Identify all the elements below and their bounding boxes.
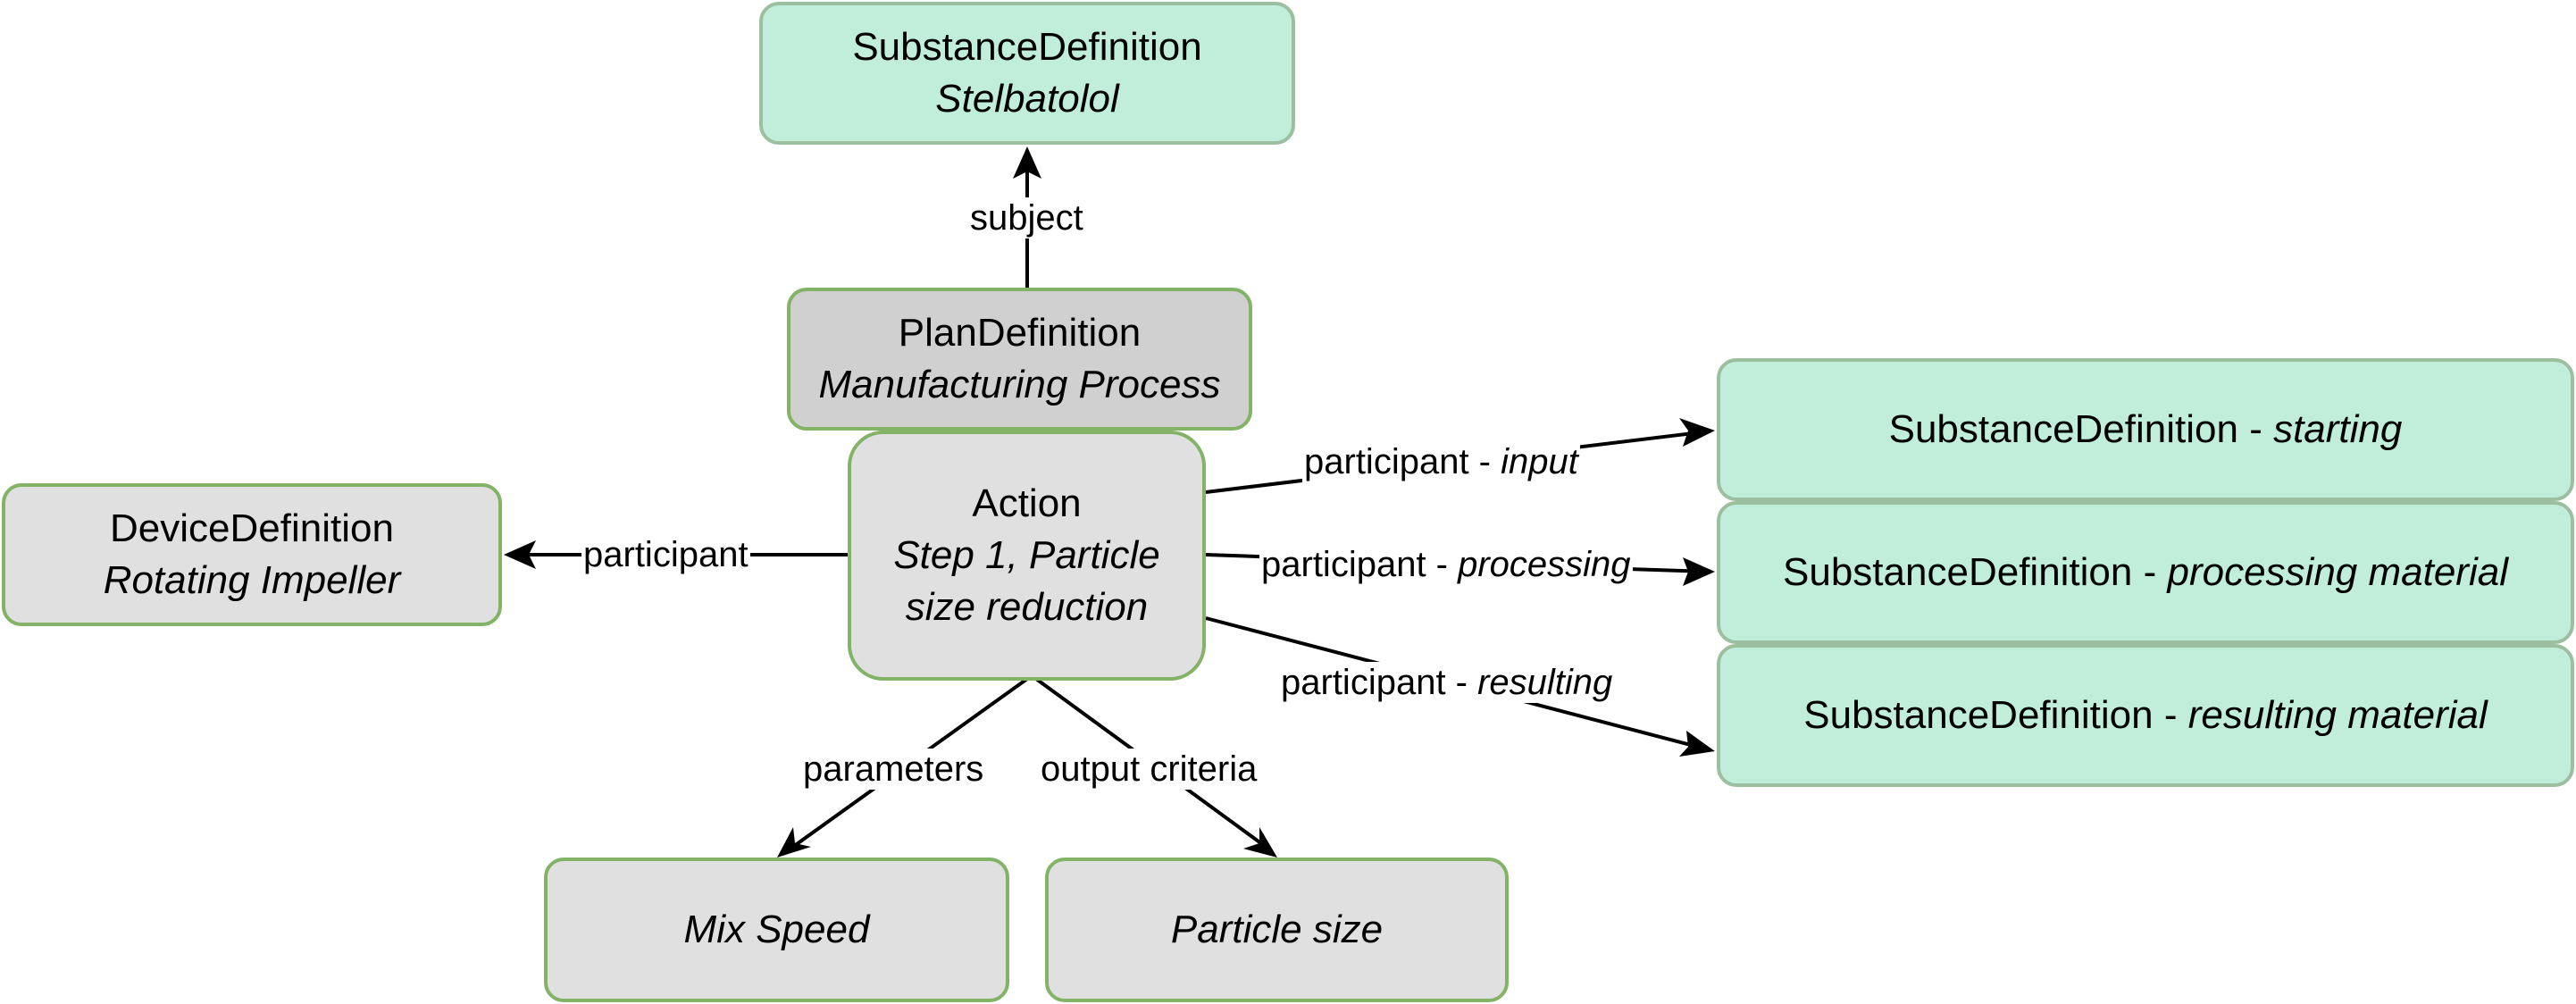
node-subtitle: Rotating Impeller	[103, 558, 401, 602]
node-mix-speed[interactable]: Mix Speed	[544, 858, 1009, 1002]
edge-label-subject: subject	[968, 197, 1085, 238]
node-subtitle: Stelbatolol	[935, 77, 1119, 121]
node-subtitle-line1: Step 1, Particle	[893, 533, 1160, 577]
arrowhead-participant-resulting	[1679, 731, 1715, 757]
arrowhead-parameters	[777, 827, 811, 858]
node-subtitle-line2: size reduction	[905, 585, 1149, 629]
node-title: PlanDefinition	[898, 311, 1142, 355]
node-subtitle: processing material	[2167, 550, 2508, 594]
node-title: SubstanceDefinition	[852, 25, 1202, 69]
node-title: DeviceDefinition	[110, 506, 394, 550]
node-title: SubstanceDefinition -	[1783, 550, 2168, 594]
node-subtitle: Manufacturing Process	[818, 363, 1221, 406]
arrowhead-output-criteria	[1243, 827, 1277, 858]
edge-label-prefix: participant -	[1261, 545, 1459, 584]
edge-label-role: input	[1501, 442, 1578, 481]
node-substance-starting[interactable]: SubstanceDefinition - starting	[1717, 358, 2574, 501]
node-particle-size[interactable]: Particle size	[1045, 858, 1509, 1002]
node-subtitle: resulting material	[2187, 693, 2488, 737]
node-title: Action	[972, 481, 1082, 525]
edge-label-prefix: participant -	[1281, 663, 1478, 702]
node-title: Mix Speed	[683, 908, 870, 951]
node-substance-resulting[interactable]: SubstanceDefinition - resulting material	[1717, 644, 2574, 787]
arrowhead-participant-processing	[1683, 557, 1715, 586]
node-device-definition[interactable]: DeviceDefinition Rotating Impeller	[2, 483, 502, 626]
node-title: SubstanceDefinition -	[1803, 693, 2188, 737]
arrowhead-participant-input	[1679, 418, 1715, 447]
node-action[interactable]: Action Step 1, Particle size reduction	[848, 431, 1206, 681]
arrowhead-participant-device	[504, 540, 536, 569]
edge-label-role: resulting	[1477, 663, 1613, 702]
node-title: Particle size	[1170, 908, 1384, 951]
edge-label-parameters: parameters	[801, 749, 986, 790]
node-substance-subject[interactable]: SubstanceDefinition Stelbatolol	[759, 2, 1295, 145]
arrowhead-subject	[1013, 146, 1041, 179]
edge-label-prefix: participant -	[1304, 442, 1501, 481]
edge-label-participant-resulting: participant - resulting	[1279, 662, 1615, 703]
edge-label-participant-input: participant - input	[1302, 441, 1580, 482]
edge-label-output-criteria: output criteria	[1039, 749, 1259, 790]
edge-label-participant-processing: participant - processing	[1259, 544, 1633, 585]
node-subtitle: starting	[2273, 407, 2403, 451]
edge-label-participant-device: participant	[581, 534, 750, 575]
node-plan-definition[interactable]: PlanDefinition Manufacturing Process	[787, 288, 1252, 431]
node-title: SubstanceDefinition -	[1888, 407, 2274, 451]
edge-label-role: processing	[1458, 545, 1631, 584]
node-substance-processing[interactable]: SubstanceDefinition - processing materia…	[1717, 501, 2574, 644]
